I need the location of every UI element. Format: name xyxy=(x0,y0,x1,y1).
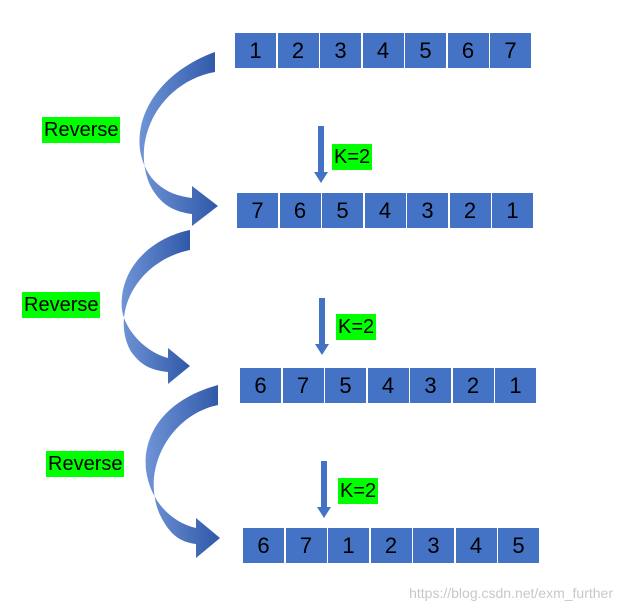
array-cell: 1 xyxy=(328,528,369,563)
array-cell: 1 xyxy=(495,368,536,403)
array-cell: 3 xyxy=(320,33,361,68)
array-cell: 1 xyxy=(235,33,276,68)
array-cell: 2 xyxy=(452,368,494,403)
array-cell: 1 xyxy=(492,193,533,228)
down-arrow-1 xyxy=(314,126,328,183)
array-cell: 4 xyxy=(362,33,404,68)
array-cell: 7 xyxy=(237,193,278,228)
array-cell: 5 xyxy=(325,368,366,403)
k-label: K=2 xyxy=(332,144,373,170)
array-cell: 3 xyxy=(413,528,454,563)
array-cell: 7 xyxy=(490,33,531,68)
array-cell: 6 xyxy=(243,528,284,563)
array-cell: 6 xyxy=(240,368,281,403)
array-cell: 7 xyxy=(285,528,327,563)
down-arrow-3 xyxy=(317,461,331,518)
curved-arrow-1 xyxy=(139,52,218,226)
array-row-2: 7 6 5 4 3 2 1 xyxy=(237,193,535,228)
curved-arrow-2 xyxy=(121,230,190,384)
reverse-label: Reverse xyxy=(46,451,125,477)
array-cell: 6 xyxy=(447,33,489,68)
k-label: K=2 xyxy=(336,314,377,340)
array-cell: 5 xyxy=(322,193,363,228)
array-cell: 5 xyxy=(405,33,446,68)
array-row-4: 6 7 1 2 3 4 5 xyxy=(243,528,541,563)
array-cell: 7 xyxy=(282,368,324,403)
k-label: K=2 xyxy=(338,478,379,504)
array-row-1: 1 2 3 4 5 6 7 xyxy=(235,33,533,68)
reverse-label: Reverse xyxy=(42,117,121,143)
array-cell: 4 xyxy=(364,193,406,228)
array-row-3: 6 7 5 4 3 2 1 xyxy=(240,368,538,403)
array-cell: 4 xyxy=(367,368,409,403)
watermark-text: https://blog.csdn.net/exm_further xyxy=(409,585,613,601)
down-arrow-2 xyxy=(315,298,329,355)
curved-arrow-3 xyxy=(145,385,220,558)
array-cell: 2 xyxy=(370,528,412,563)
array-cell: 3 xyxy=(410,368,451,403)
reverse-label: Reverse xyxy=(22,292,101,318)
array-cell: 3 xyxy=(407,193,448,228)
array-cell: 6 xyxy=(279,193,321,228)
array-cell: 2 xyxy=(277,33,319,68)
array-cell: 2 xyxy=(449,193,491,228)
array-cell: 4 xyxy=(455,528,497,563)
array-cell: 5 xyxy=(498,528,539,563)
